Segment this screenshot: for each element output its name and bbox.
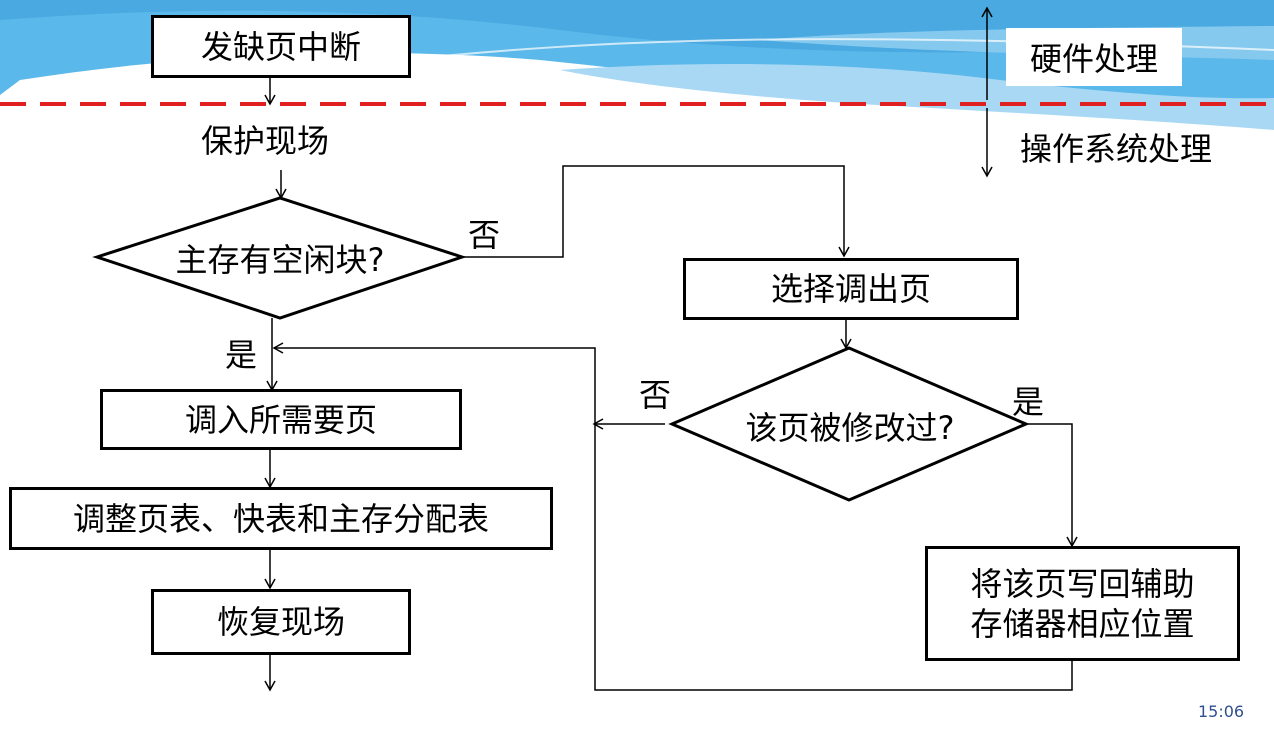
write-back-line-1: 将该页写回辅助 — [970, 564, 1195, 603]
select-victim-box: 选择调出页 — [683, 258, 1019, 320]
free-block-question: 主存有空闲块? — [175, 241, 385, 279]
os-region-label: 操作系统处理 — [1020, 130, 1213, 168]
save-context-text: 保护现场 — [201, 122, 330, 160]
adjust-tables-box: 调整页表、快表和主存分配表 — [9, 487, 553, 550]
restore-context-box: 恢复现场 — [151, 589, 411, 655]
page-fault-box: 发缺页中断 — [151, 15, 411, 78]
write-back-box: 将该页写回辅助 存储器相应位置 — [925, 546, 1240, 661]
free-block-no-label: 否 — [468, 216, 501, 254]
modified-yes-label: 是 — [1012, 383, 1045, 421]
write-back-line-2: 存储器相应位置 — [970, 604, 1195, 643]
free-block-yes-label: 是 — [225, 336, 258, 374]
load-page-box: 调入所需要页 — [100, 389, 462, 450]
modified-question: 该页被修改过? — [745, 409, 955, 447]
modified-no-label: 否 — [639, 376, 672, 414]
hardware-region-label: 硬件处理 — [1006, 28, 1182, 86]
page-number: 15:06 — [1198, 702, 1245, 721]
